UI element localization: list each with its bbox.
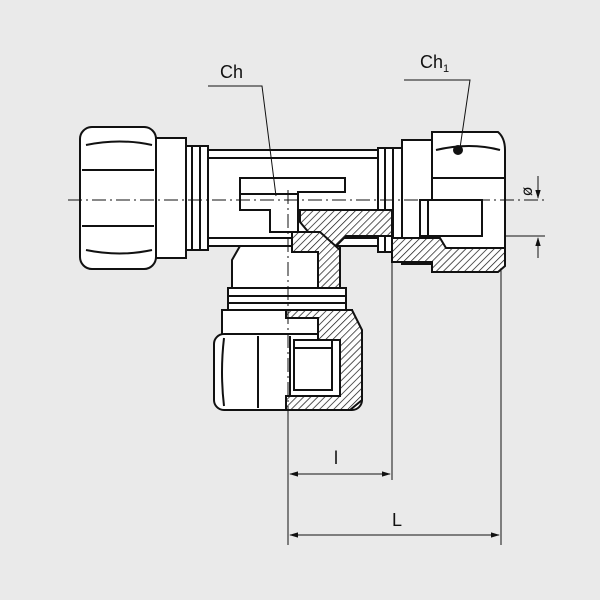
label-l-small: l [334,448,338,468]
label-diameter: ø [518,187,536,196]
bottom-section-hatch [285,309,363,411]
label-ch1: Ch1 [420,52,449,75]
label-l-large: L [392,510,402,530]
leader-lines [208,79,471,197]
left-hex-nut [79,126,209,270]
dimension-lines [287,176,545,545]
center-lines [68,190,545,425]
branch-neck [231,231,341,301]
label-ch: Ch [220,62,243,82]
